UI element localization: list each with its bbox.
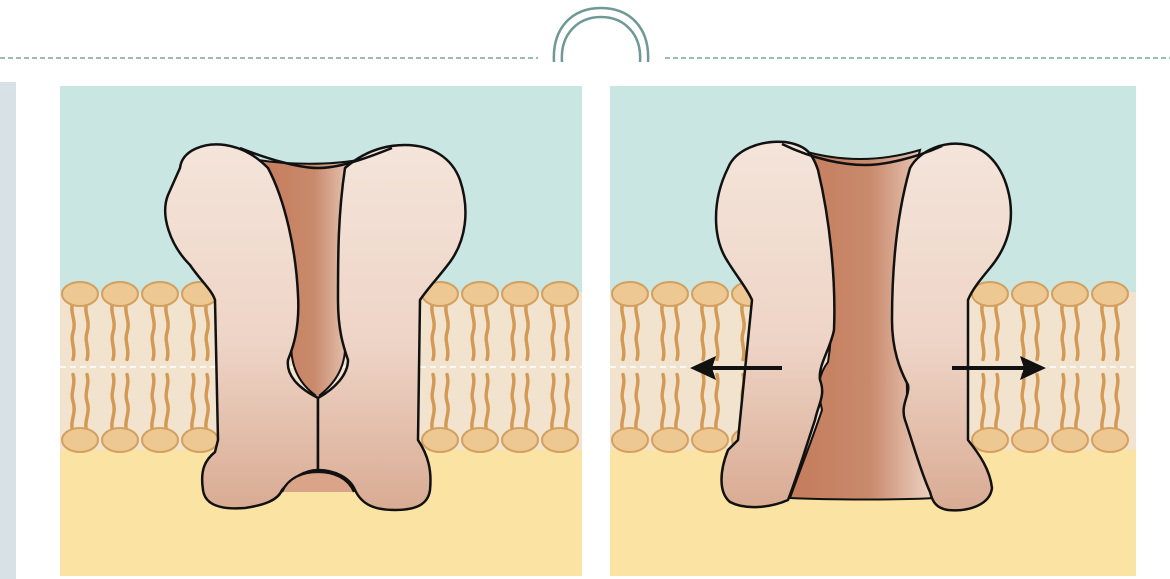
lipid-head <box>462 282 498 306</box>
panel-closed-channel <box>60 86 582 576</box>
lipid-head <box>62 282 98 306</box>
lipid-head <box>972 428 1008 452</box>
lipid-head <box>542 428 578 452</box>
lipid-head <box>142 428 178 452</box>
header-ornament <box>0 8 1170 62</box>
lipid-head <box>652 428 688 452</box>
lipid-head <box>1052 428 1088 452</box>
lipid-head <box>62 428 98 452</box>
arch-ornament-icon <box>554 8 648 62</box>
lipid-head <box>462 428 498 452</box>
lipid-head <box>502 282 538 306</box>
lipid-head <box>502 428 538 452</box>
lipid-head <box>182 428 218 452</box>
lipid-head <box>542 282 578 306</box>
lipid-head <box>692 282 728 306</box>
lipid-head <box>1012 428 1048 452</box>
left-accent-bar <box>0 82 16 579</box>
lipid-head <box>1012 282 1048 306</box>
channel-protein-open <box>716 142 1011 511</box>
lipid-head <box>142 282 178 306</box>
lipid-head <box>612 282 648 306</box>
panel-open-channel <box>610 86 1136 576</box>
lipid-head <box>422 428 458 452</box>
lipid-head <box>102 428 138 452</box>
lipid-head <box>692 428 728 452</box>
lipid-head <box>1052 282 1088 306</box>
lipid-head <box>1092 428 1128 452</box>
lipid-head <box>652 282 688 306</box>
lipid-head <box>102 282 138 306</box>
lipid-head <box>612 428 648 452</box>
lipid-head <box>1092 282 1128 306</box>
